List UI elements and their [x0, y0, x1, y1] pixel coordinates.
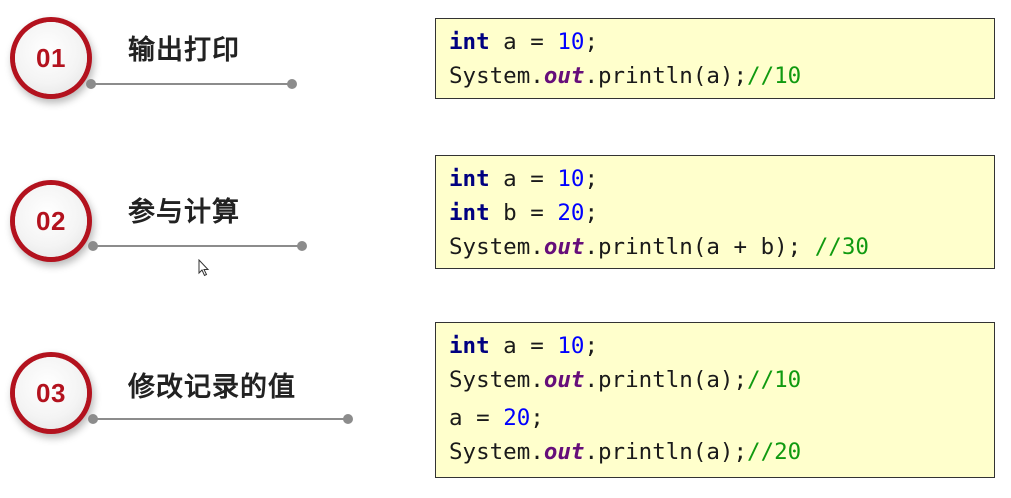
- code-line: int a = 10;: [449, 162, 994, 196]
- code-text: a =: [489, 333, 558, 359]
- divider-dot-left: [88, 241, 98, 251]
- badge-number: 03: [36, 377, 66, 408]
- divider-dot-right: [287, 79, 297, 89]
- divider-dot-right: [297, 241, 307, 251]
- badge-number: 02: [36, 205, 66, 236]
- code-text: ;: [530, 405, 544, 431]
- divider-dot-left: [86, 79, 96, 89]
- code-text: ;: [584, 333, 599, 359]
- code-number: 20: [557, 200, 585, 226]
- code-field: out: [543, 439, 585, 465]
- code-line: int a = 10;: [449, 25, 994, 59]
- badge-03: 03: [15, 357, 87, 429]
- code-line: System.out.println(a);//10: [449, 363, 994, 397]
- badge-01: 01: [15, 22, 87, 94]
- code-text: ;: [584, 29, 599, 55]
- code-keyword: int: [449, 29, 490, 55]
- code-block-03: int a = 10; System.out.println(a);//10 a…: [435, 322, 995, 478]
- code-text: ;: [584, 166, 599, 192]
- code-number: 10: [557, 29, 585, 55]
- code-text: System.: [449, 367, 544, 393]
- code-text: ;: [584, 200, 599, 226]
- code-text: .println(a);: [584, 63, 748, 89]
- code-number: 20: [503, 405, 531, 431]
- divider-dot-right: [343, 414, 353, 424]
- code-keyword: int: [449, 333, 490, 359]
- divider-line: [90, 83, 292, 85]
- code-keyword: int: [449, 200, 490, 226]
- code-comment: //30: [814, 234, 869, 260]
- code-comment: //10: [747, 367, 802, 393]
- code-line: System.out.println(a);//10: [449, 59, 994, 93]
- code-field: out: [543, 367, 585, 393]
- badge-number: 01: [36, 42, 66, 73]
- code-number: 10: [557, 333, 585, 359]
- code-line: System.out.println(a + b); //30: [449, 230, 994, 264]
- code-text: a =: [449, 405, 504, 431]
- code-text: .println(a + b);: [584, 234, 815, 260]
- code-block-02: int a = 10; int b = 20; System.out.print…: [435, 155, 995, 269]
- code-text: System.: [449, 234, 544, 260]
- code-line: a = 20;: [449, 401, 994, 435]
- code-text: .println(a);: [584, 367, 748, 393]
- code-text: b =: [489, 200, 558, 226]
- divider-line: [92, 418, 348, 420]
- code-line: System.out.println(a);//20: [449, 435, 994, 469]
- code-number: 10: [557, 166, 585, 192]
- code-line: int b = 20;: [449, 196, 994, 230]
- code-text: a =: [489, 166, 558, 192]
- code-line: int a = 10;: [449, 329, 994, 363]
- code-text: .println(a);: [584, 439, 748, 465]
- code-block-01: int a = 10; System.out.println(a);//10: [435, 18, 995, 99]
- title-modify-value: 修改记录的值: [128, 372, 296, 403]
- code-field: out: [543, 63, 585, 89]
- title-participate-calc: 参与计算: [128, 197, 240, 228]
- code-text: System.: [449, 63, 544, 89]
- code-comment: //10: [747, 63, 802, 89]
- divider-dot-left: [88, 414, 98, 424]
- mouse-pointer-icon: [198, 259, 210, 277]
- code-text: a =: [489, 29, 558, 55]
- code-field: out: [543, 234, 585, 260]
- code-comment: //20: [747, 439, 802, 465]
- code-keyword: int: [449, 166, 490, 192]
- badge-02: 02: [15, 185, 87, 257]
- title-output-print: 输出打印: [128, 35, 240, 66]
- code-text: System.: [449, 439, 544, 465]
- divider-line: [92, 245, 302, 247]
